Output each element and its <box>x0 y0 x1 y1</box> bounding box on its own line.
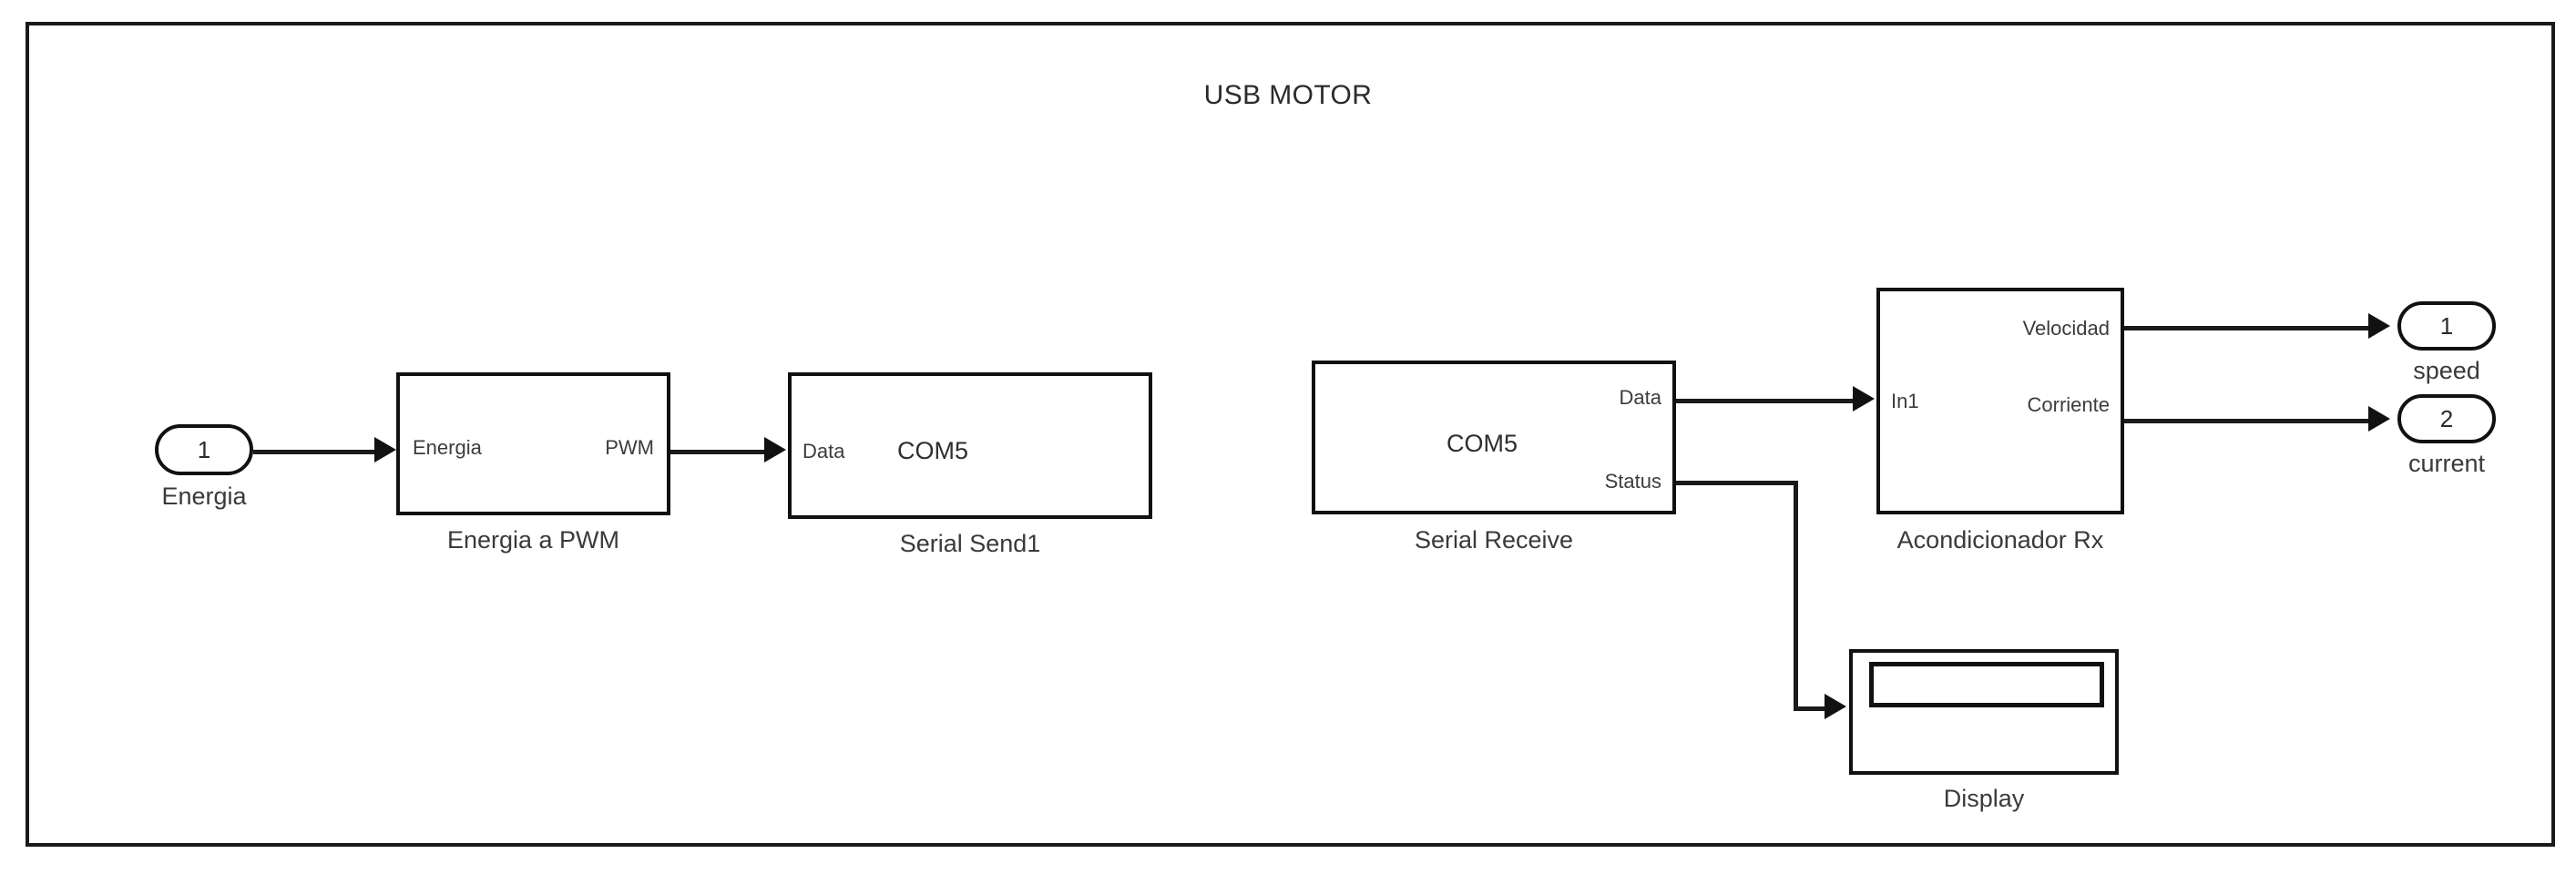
block-energia-a-pwm-out-port-label: PWM <box>605 436 654 459</box>
block-serial-receive-caption: Serial Receive <box>1414 526 1574 554</box>
wire-status-segment-right <box>1676 481 1796 485</box>
wire-pwm-to-serial-send <box>670 450 766 454</box>
block-serial-send1-caption: Serial Send1 <box>899 530 1041 557</box>
arrowhead-pwm-to-serial-send <box>764 437 786 462</box>
arrowhead-corriente-to-outport-current <box>2368 406 2390 432</box>
block-display[interactable] <box>1849 649 2119 775</box>
block-serial-send1-in-port-label: Data <box>802 440 845 462</box>
block-serial-receive-out-port-status-label: Status <box>1604 470 1661 493</box>
block-acondicionador-rx-in-port-label: In1 <box>1891 390 1919 412</box>
arrowhead-velocidad-to-outport-speed <box>2368 313 2390 339</box>
wire-status-segment-down <box>1794 481 1798 708</box>
wire-velocidad-to-outport-speed <box>2124 326 2370 330</box>
block-acondicionador-rx-out-port-corriente-label: Corriente <box>2027 393 2110 416</box>
outport-current-caption: current <box>2407 450 2486 477</box>
block-serial-send1-com-label: COM5 <box>897 437 969 464</box>
inport-energia-caption: Energia <box>161 483 247 510</box>
wire-corriente-to-outport-current <box>2124 419 2370 423</box>
inport-energia[interactable]: 1 <box>155 424 253 475</box>
block-serial-send1[interactable]: Data COM5 <box>788 372 1152 519</box>
wire-energia-to-pwm <box>253 450 376 454</box>
outport-speed-number: 1 <box>2439 311 2454 340</box>
arrowhead-energia-to-pwm <box>374 437 396 462</box>
block-serial-receive-out-port-data-label: Data <box>1619 386 1661 409</box>
arrowhead-status-to-display <box>1825 694 1846 719</box>
wire-data-to-acondicionador <box>1676 399 1855 403</box>
outport-current[interactable]: 2 <box>2397 394 2496 443</box>
block-energia-a-pwm[interactable]: Energia PWM <box>396 372 670 515</box>
outport-current-number: 2 <box>2439 404 2454 432</box>
block-acondicionador-rx[interactable]: In1 Velocidad Corriente <box>1876 288 2124 514</box>
block-acondicionador-rx-out-port-velocidad-label: Velocidad <box>2022 317 2110 340</box>
inport-energia-number: 1 <box>197 435 211 463</box>
wire-status-segment-to-display <box>1794 706 1826 711</box>
block-energia-a-pwm-caption: Energia a PWM <box>446 526 620 554</box>
display-readout-field[interactable] <box>1869 662 2104 707</box>
block-energia-a-pwm-in-port-label: Energia <box>413 436 482 459</box>
arrowhead-data-to-acondicionador <box>1853 386 1875 412</box>
diagram-title: USB MOTOR <box>1203 80 1373 110</box>
block-serial-receive[interactable]: COM5 Data Status <box>1312 361 1676 514</box>
block-acondicionador-rx-caption: Acondicionador Rx <box>1896 526 2104 554</box>
outport-speed-caption: speed <box>2413 357 2480 384</box>
block-display-caption: Display <box>1943 785 2025 812</box>
block-serial-receive-com-label: COM5 <box>1446 430 1518 457</box>
outport-speed[interactable]: 1 <box>2397 301 2496 351</box>
